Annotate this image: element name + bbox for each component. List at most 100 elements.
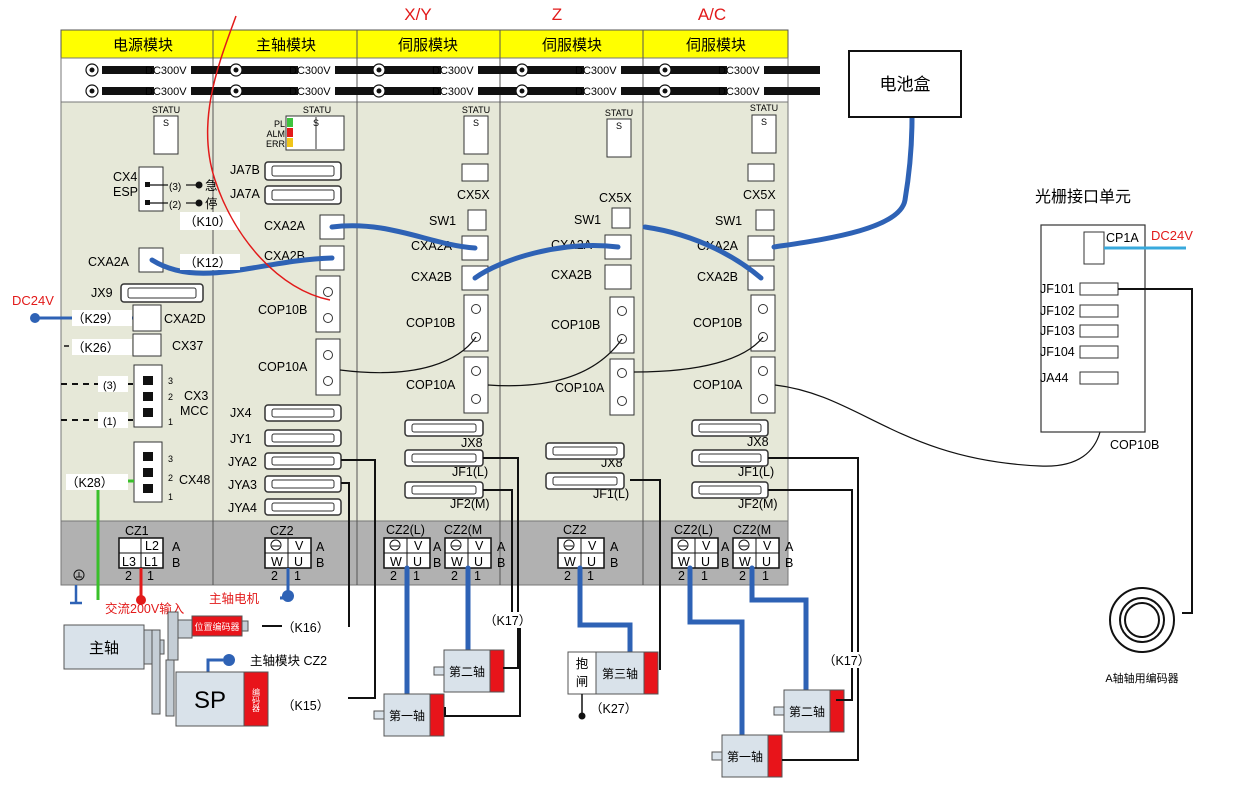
terminal-a: A [785,540,794,554]
dc300v-label: DC300V [575,86,617,98]
ja7b-connector[interactable] [264,161,342,181]
k15-label: （K15） [282,699,329,713]
cz2l-label-xy: CZ2(L) [386,523,425,537]
cop10a-connector-xy[interactable] [463,356,489,414]
cxa2d-connector[interactable] [132,304,162,332]
servo-ac-axis1-motor: 第一轴 [711,734,783,778]
dc24v-power-label: DC24V [12,293,54,308]
sw1-switch-xy[interactable] [467,209,487,231]
cxa2b-connector-z[interactable] [604,264,632,290]
jf1-connector-z[interactable] [545,472,625,490]
dc300v-bar: DC300V [515,63,677,77]
cxa2a-label-spindle: CXA2A [264,219,306,233]
terminal-pin-1: 1 [701,569,708,583]
cop10b-connector-z[interactable] [609,296,635,354]
sw1-label-xy: SW1 [429,214,456,228]
jx4-connector[interactable] [264,404,342,422]
terminal-u: U [413,555,422,569]
terminal-v: V [475,539,484,553]
s-label-xy: S [473,118,479,128]
estop-char-2: 停 [205,196,218,211]
cz1-b: B [172,556,180,570]
terminal-w: W [739,555,751,569]
cz1-pin-1: 1 [147,569,154,583]
cz2-spindle-v: V [295,539,304,553]
cp1a-connector[interactable] [1083,231,1105,265]
terminal-pin-1: 1 [413,569,420,583]
cxa2a-connector-ac[interactable] [747,235,775,261]
cop10a-label-z: COP10A [555,381,605,395]
servo-z-axis3-motor-label: 第三轴 [602,666,638,681]
jf1-connector-xy[interactable] [404,449,484,467]
spindle-dsub-connectors [264,404,342,516]
scale-port-ja44[interactable]: JA44 [1040,371,1119,385]
terminal-b: B [497,556,505,570]
ja7a-connector[interactable] [264,185,342,205]
terminal-pin-1: 1 [762,569,769,583]
jx8-label-ac: JX8 [747,435,769,449]
scale-port-jf103[interactable]: JF103 [1040,324,1119,338]
cp1a-label: CP1A [1106,231,1139,245]
jf2-connector-ac[interactable] [691,481,769,499]
scale-port-jf104[interactable]: JF104 [1040,345,1119,359]
k17-label-xy: （K17） [484,614,531,628]
jya4-connector[interactable] [264,498,342,516]
jya3-connector[interactable] [264,475,342,493]
jy1-label: JY1 [230,432,252,446]
svg-text:2: 2 [168,473,173,483]
scale-port-label: JF104 [1040,345,1075,359]
servo-xy-axis2-motor-encoder [489,649,505,693]
s-label-ac: S [761,117,767,127]
s-label-spindle: S [313,118,319,128]
servo-xy-axis2-motor-label: 第二轴 [449,664,485,679]
jx8-connector-xy[interactable] [404,419,484,437]
a-axis-encoder: A轴轴用编码器 [1105,587,1179,685]
jf2-connector-xy[interactable] [404,481,484,499]
jya2-connector[interactable] [264,452,342,470]
cop10a-connector-z[interactable] [609,358,635,416]
terminal-v: V [588,539,597,553]
jx9-connector[interactable] [120,283,204,303]
cx37-connector[interactable] [132,333,162,357]
servo-z-title: 伺服模块 [542,37,602,54]
s-label-power: S [163,118,169,128]
cx5x-connector-xy[interactable] [461,163,489,182]
jya2-label: JYA2 [228,455,257,469]
cop10b-connector-ac[interactable] [750,294,776,352]
servo-ac-axis2-motor-encoder [829,689,845,733]
cx5x-connector-ac[interactable] [747,163,775,182]
cxa2a-connector-power[interactable] [138,247,164,273]
cz2-label-z: CZ2 [563,523,587,537]
servo-z-axis3-motor-encoder [643,651,659,695]
alm-label: ALM [266,129,285,139]
dc300v-bar: DC300V [229,84,391,98]
ac-dsub-connectors [691,419,769,499]
servo-z-axis3-motor: 第三轴 [585,651,659,695]
jx8-connector-z[interactable] [545,442,625,460]
dc300v-bar: DC300V [372,84,534,98]
cop10a-connector-spindle[interactable] [315,338,341,396]
cz1-l2: L2 [145,539,159,553]
jx8-connector-ac[interactable] [691,419,769,437]
axis-label-xy: X/Y [404,5,431,24]
scale-port-jf102[interactable]: JF102 [1040,304,1119,318]
sw1-switch-z[interactable] [611,207,631,229]
cop10a-connector-ac[interactable] [750,356,776,414]
scale-port-jf101[interactable]: JF101 [1040,282,1119,296]
cx4-connector[interactable] [138,166,164,212]
cz1-a: A [172,540,181,554]
spindle-module: JA7B JA7A CXA2A CXA2B COP10B COP10A JX4 … [209,161,345,606]
cxa2a-label-power: CXA2A [88,255,130,269]
cop10b-connector-xy[interactable] [463,294,489,352]
servo-xy-title: 伺服模块 [398,37,458,54]
jy1-connector[interactable] [264,429,342,447]
cop10b-connector-spindle[interactable] [315,275,341,333]
jf1-connector-ac[interactable] [691,449,769,467]
sw1-switch-ac[interactable] [755,209,775,231]
terminal-v: V [414,539,423,553]
